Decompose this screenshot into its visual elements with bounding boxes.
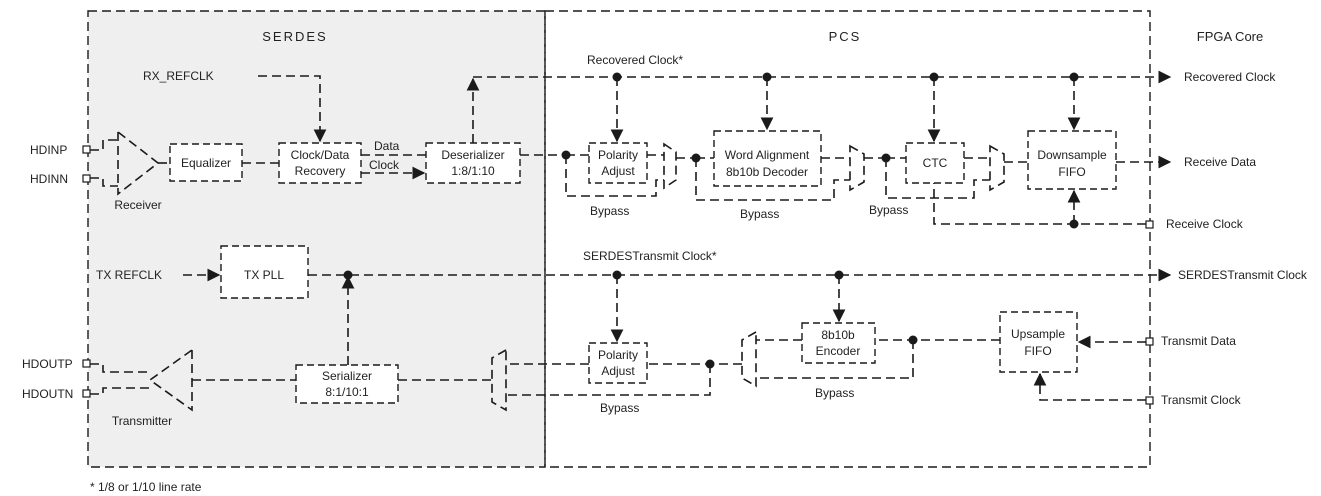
core-transmit-clock-label: Transmit Clock (1161, 393, 1242, 407)
tx-mux-1 (491, 348, 507, 412)
ctc-label: CTC (923, 156, 948, 170)
hdoutn-wire (90, 387, 150, 395)
hdinp-pin (82, 145, 91, 154)
rx-polarity-label-line1: Polarity (598, 148, 638, 162)
hdoutp-wire (90, 363, 150, 373)
hdoutp-pin (82, 359, 91, 368)
downsample-label-line1: Downsample (1037, 148, 1107, 162)
tx-polarity-label-line1: Polarity (598, 348, 638, 362)
transmit-data-pin (1145, 337, 1154, 346)
tx-bypass-2-label: Bypass (815, 386, 854, 400)
tx-mux-2 (741, 330, 757, 388)
upsample-label-line2: FIFO (1024, 344, 1051, 358)
hdinp-pin-label: HDINP (30, 143, 67, 157)
core-recovered-clock-label: Recovered Clock (1184, 70, 1276, 84)
hdinn-pin-label: HDINN (30, 172, 68, 186)
rx-refclk-wire (258, 75, 327, 143)
serializer-label-line1: Serializer (322, 369, 372, 383)
tx-polarity-block (588, 342, 648, 384)
encoder-label-line1: 8b10b (821, 328, 855, 342)
rx-refclk-label: RX_REFCLK (143, 69, 214, 83)
tx-polarity-label-line2: Adjust (601, 364, 635, 378)
pcs-region-label: PCS (829, 29, 862, 44)
recovered-clock-star-label: Recovered Clock* (587, 53, 683, 67)
tx-bypass-dot-2 (908, 335, 918, 345)
txpll-label: TX PLL (244, 268, 284, 282)
tx-bypass-1-wire (506, 364, 711, 396)
core-receive-data-label: Receive Data (1184, 155, 1256, 169)
upsample-block (999, 311, 1078, 373)
tx-bypass-dot-1 (705, 359, 715, 369)
rx-bypass-1-wire (565, 155, 664, 197)
hdinn-wire (90, 177, 118, 187)
rx-mux-3 (989, 144, 1005, 192)
cdr-label-line2: Recovery (295, 164, 346, 178)
clock-label: Clock (369, 158, 400, 172)
core-receive-clock-label: Receive Clock (1166, 217, 1244, 231)
rx-bypass-3-wire (885, 158, 990, 199)
rx-bypass-2-label: Bypass (740, 207, 779, 221)
rx-polarity-label-line2: Adjust (601, 164, 635, 178)
footnote: * 1/8 or 1/10 line rate (90, 480, 202, 494)
equalizer-label: Equalizer (181, 156, 231, 170)
serdes-region (87, 10, 546, 468)
data-label: Data (374, 139, 400, 153)
encoder-label-line2: Encoder (816, 344, 861, 358)
downsample-block (1027, 130, 1117, 190)
tx-refclk-label: TX REFCLK (96, 268, 162, 282)
transmit-clock-pin (1145, 396, 1154, 405)
pcs-region (544, 10, 1151, 468)
deserializer-label-line1: Deserializer (441, 148, 504, 162)
wordalign-label-line1: Word Alignment (725, 148, 810, 162)
hdoutp-pin-label: HDOUTP (22, 357, 73, 371)
serdes-region-label: SERDES (262, 29, 327, 44)
receiver-label: Receiver (114, 198, 161, 212)
core-transmit-data-label: Transmit Data (1161, 334, 1236, 348)
wordalign-label-line2: 8b10b Decoder (726, 165, 808, 179)
rx-bypass-1-label: Bypass (590, 204, 629, 218)
encoder-block (801, 322, 876, 364)
hdoutn-pin-label: HDOUTN (22, 387, 73, 401)
rx-mux-2 (849, 144, 865, 192)
hdinn-pin (82, 174, 91, 183)
fpga-core-label: FPGA Core (1197, 29, 1263, 44)
rx-mux-1 (663, 142, 677, 190)
upsample-label-line1: Upsample (1011, 327, 1065, 341)
receive-clock-pin (1145, 220, 1154, 229)
serdes-tx-clock-star-label: SERDESTransmit Clock* (583, 249, 717, 263)
wordalign-block (713, 130, 822, 187)
tx-bypass-2-wire (756, 340, 914, 379)
serializer-block (295, 364, 399, 404)
cdr-block (278, 142, 362, 184)
core-serdes-tx-clock-label: SERDESTransmit Clock (1178, 268, 1308, 282)
rx-polarity-block (588, 142, 648, 184)
serializer-label-line2: 8:1/10:1 (325, 385, 369, 399)
deserializer-label-line2: 1:8/1:10 (451, 164, 495, 178)
txpll-block (220, 245, 309, 299)
transmitter-label: Transmitter (112, 414, 172, 428)
rx-bypass-2-wire (695, 158, 850, 201)
receiver-triangle (117, 130, 160, 196)
ctc-block (905, 142, 965, 184)
hdinp-wire (90, 139, 118, 151)
rx-bypass-3-label: Bypass (869, 203, 908, 217)
equalizer-block (169, 143, 243, 182)
transmit-clock-wire (1033, 372, 1146, 401)
tx-bypass-1-label: Bypass (600, 401, 639, 415)
cdr-label-line1: Clock/Data (291, 148, 350, 162)
hdoutn-pin (82, 389, 91, 398)
downsample-label-line2: FIFO (1058, 165, 1085, 179)
